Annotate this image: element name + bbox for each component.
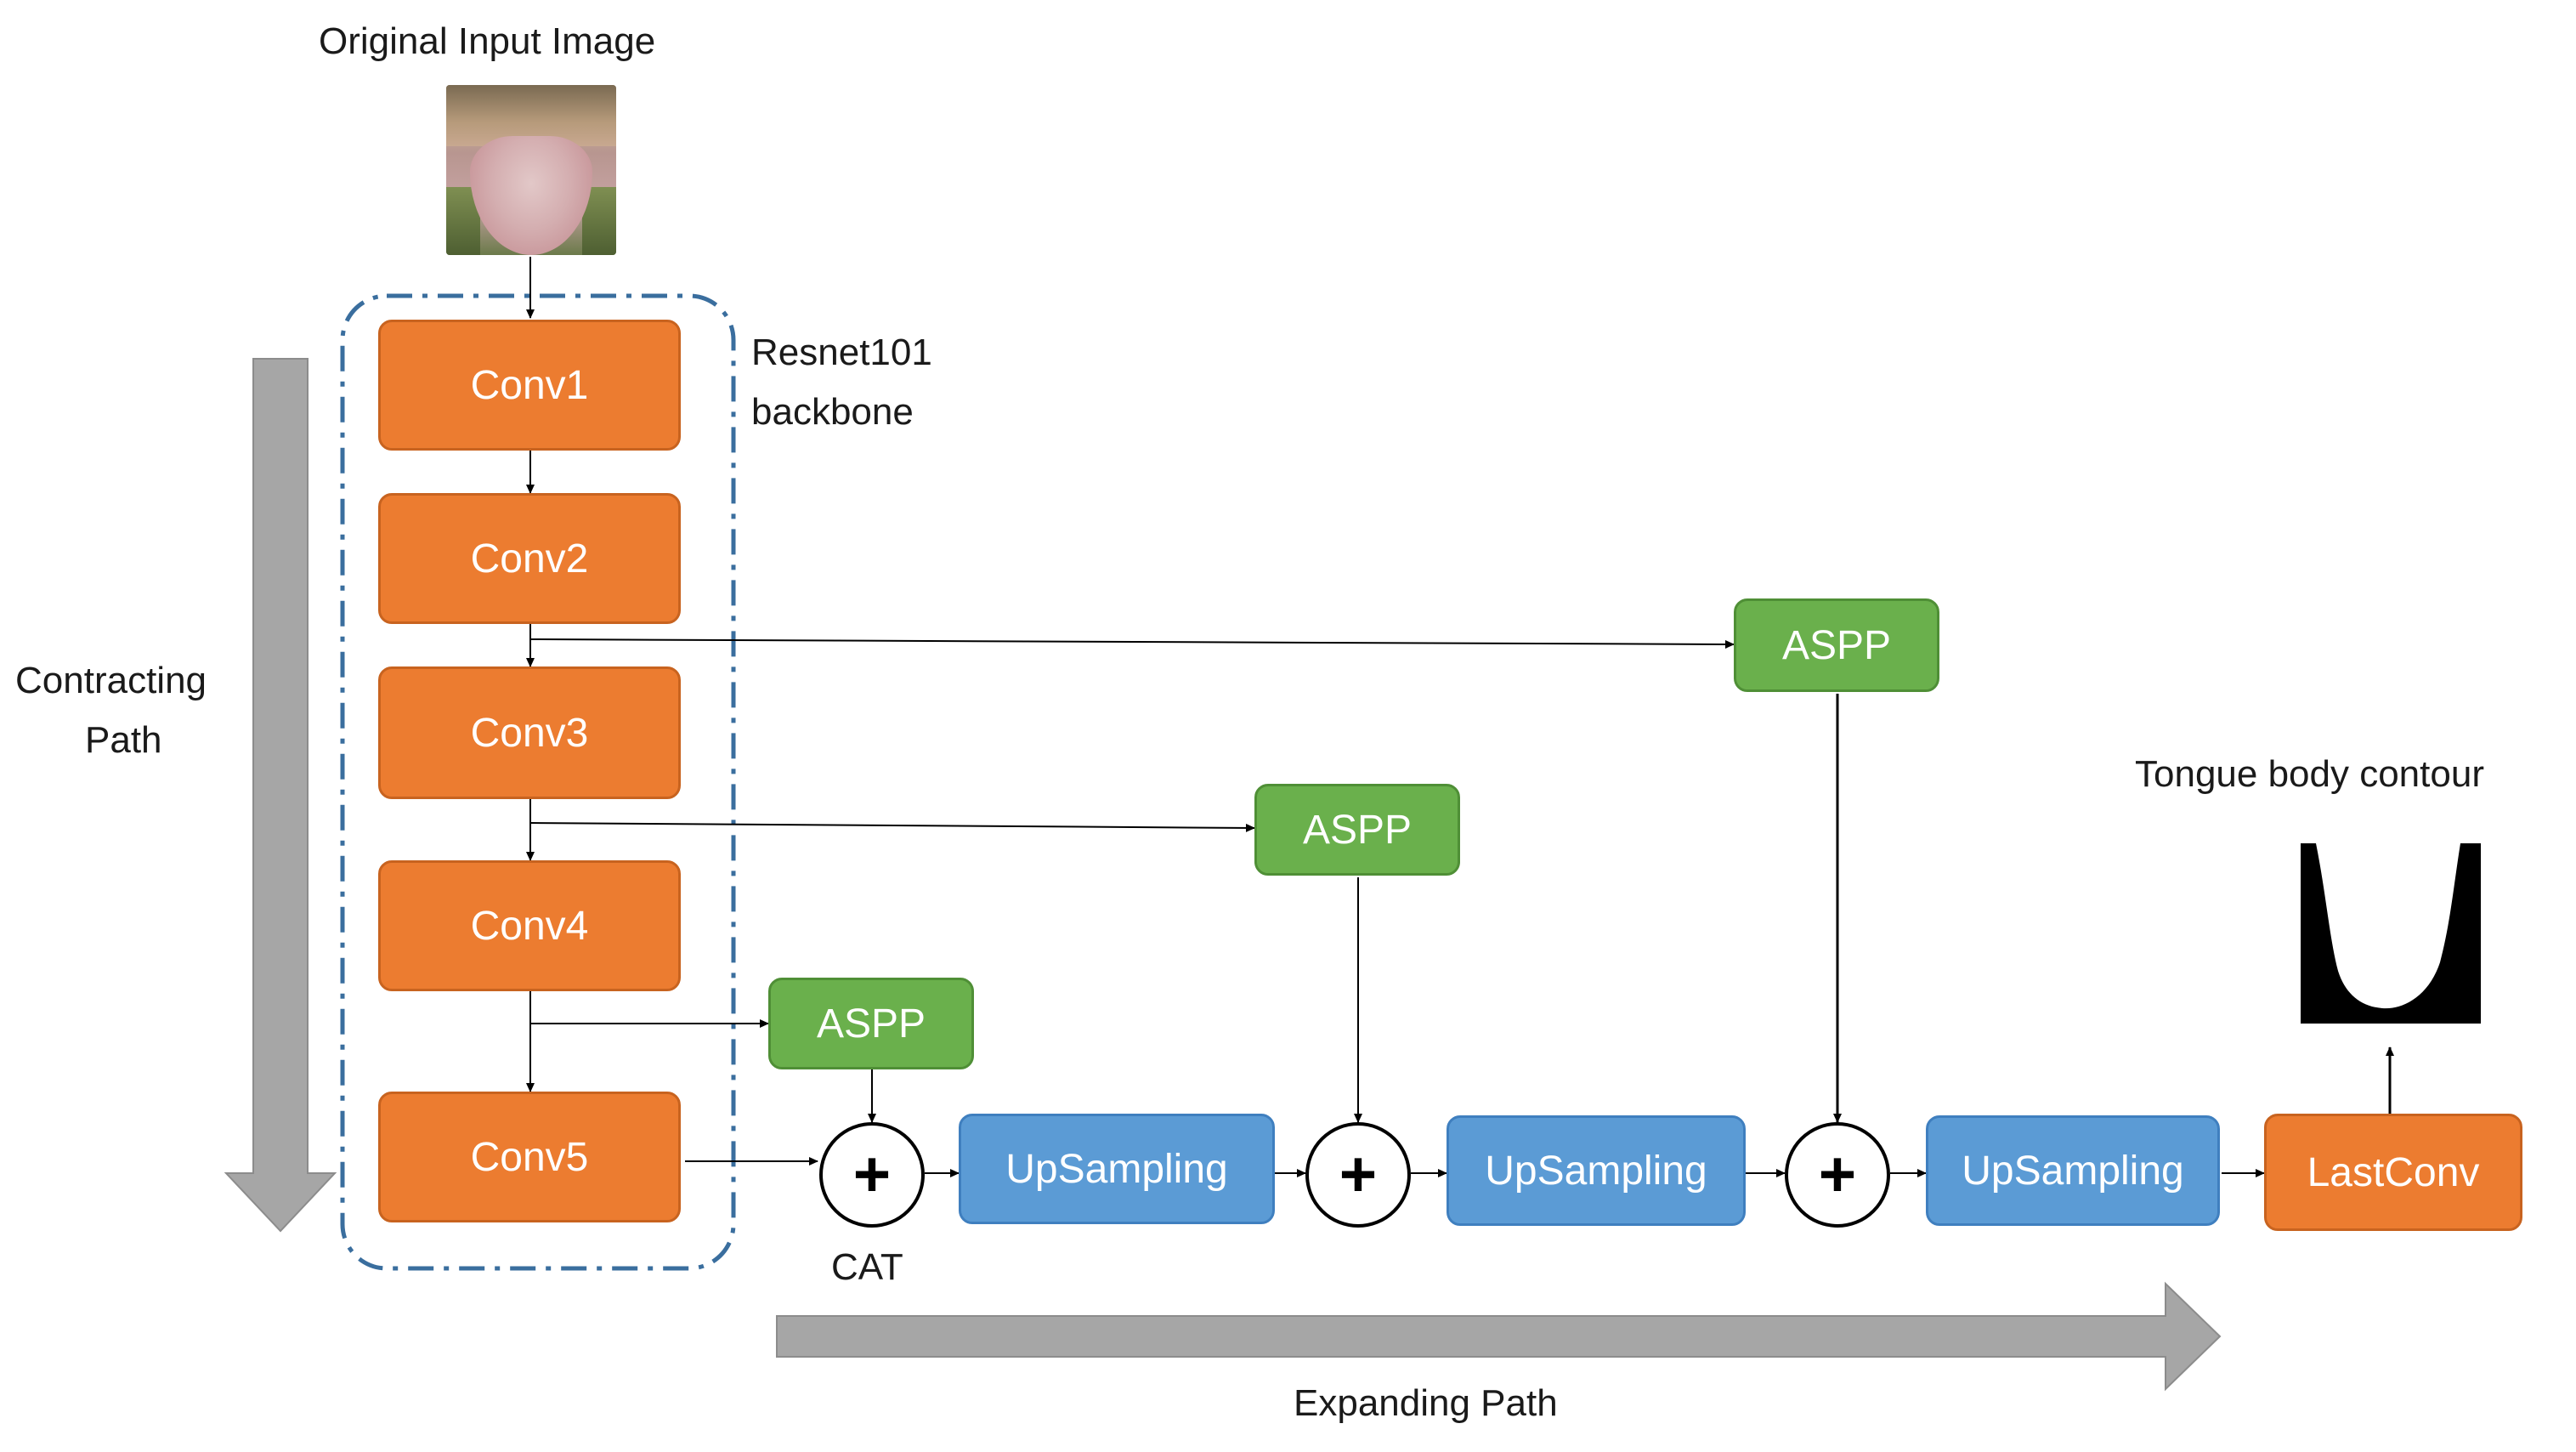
cat-node-1: +: [819, 1122, 925, 1228]
output-label: Tongue body contour: [2135, 753, 2484, 795]
backbone-label-line2: backbone: [751, 391, 914, 433]
tongue-contour-mask: [2301, 843, 2481, 1024]
cat-label: CAT: [831, 1246, 903, 1288]
contracting-label-line2: Path: [85, 719, 162, 761]
conv3-block: Conv3: [378, 666, 681, 799]
input-image-title: Original Input Image: [319, 20, 656, 62]
conv4-block: Conv4: [378, 860, 681, 991]
upsampling-block-3: UpSampling: [1926, 1115, 2220, 1226]
backbone-label-line1: Resnet101: [751, 332, 932, 373]
conv5-block: Conv5: [378, 1092, 681, 1222]
upsampling-block-1: UpSampling: [959, 1114, 1275, 1224]
input-tongue-image: [446, 85, 616, 255]
contracting-label-line1: Contracting: [15, 660, 207, 701]
conv2-block: Conv2: [378, 493, 681, 624]
tongue-contour-shape: [2316, 843, 2460, 1009]
skip-conv2-aspp3: [529, 638, 1735, 649]
conv1-block: Conv1: [378, 320, 681, 451]
skip-conv3-aspp2: [529, 822, 1255, 832]
cat-node-2: +: [1305, 1122, 1411, 1228]
upsampling-block-2: UpSampling: [1447, 1115, 1746, 1226]
lastconv-block: LastConv: [2264, 1114, 2522, 1231]
expanding-path-arrow: [776, 1281, 2222, 1392]
aspp-block-1: ASPP: [768, 978, 974, 1069]
expanding-path-label: Expanding Path: [1294, 1382, 1558, 1424]
cat-node-3: +: [1785, 1122, 1890, 1228]
aspp-block-3: ASPP: [1734, 598, 1939, 692]
aspp-block-2: ASPP: [1254, 784, 1460, 876]
contracting-path-arrow: [224, 358, 337, 1233]
